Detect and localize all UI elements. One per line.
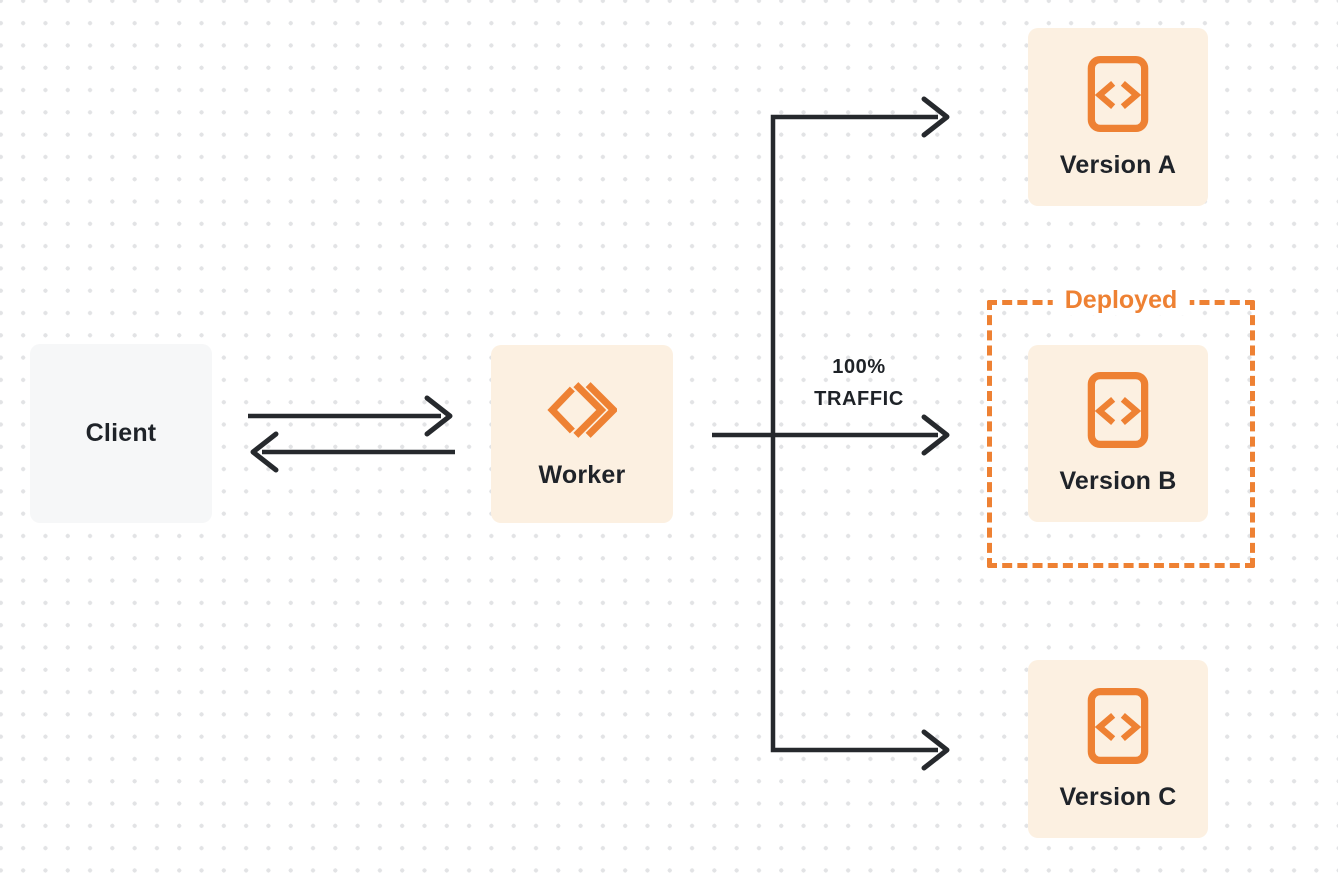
arrow-worker-to-version-b	[712, 414, 950, 456]
code-file-icon	[1087, 55, 1149, 138]
client-label: Client	[85, 419, 157, 447]
version-c-label: Version C	[1059, 782, 1177, 811]
traffic-percentage-label: 100% TRAFFIC	[793, 351, 925, 415]
version-b-label: Version B	[1059, 467, 1177, 495]
arrow-client-to-worker	[248, 395, 453, 437]
worker-label: Worker	[538, 461, 626, 489]
node-version-a[interactable]: Version A	[1028, 28, 1208, 206]
code-file-icon	[1087, 371, 1149, 454]
cloudflare-workers-logo-icon	[547, 378, 619, 447]
arrow-worker-to-client	[250, 431, 455, 473]
code-file-icon	[1087, 687, 1149, 770]
traffic-label-line2: TRAFFIC	[814, 388, 904, 410]
deployed-group-outline: Deployed	[987, 285, 1255, 568]
traffic-label-line1: 100%	[832, 356, 886, 378]
node-version-b[interactable]: Version B	[1028, 345, 1208, 522]
node-version-c[interactable]: Version C	[1028, 660, 1208, 838]
node-worker[interactable]: Worker	[491, 345, 673, 523]
deployed-group-label: Deployed	[1052, 285, 1190, 315]
node-client[interactable]: Client	[30, 344, 212, 523]
version-a-label: Version A	[1059, 150, 1177, 179]
arrow-branch-to-version-a-and-c	[770, 96, 950, 771]
